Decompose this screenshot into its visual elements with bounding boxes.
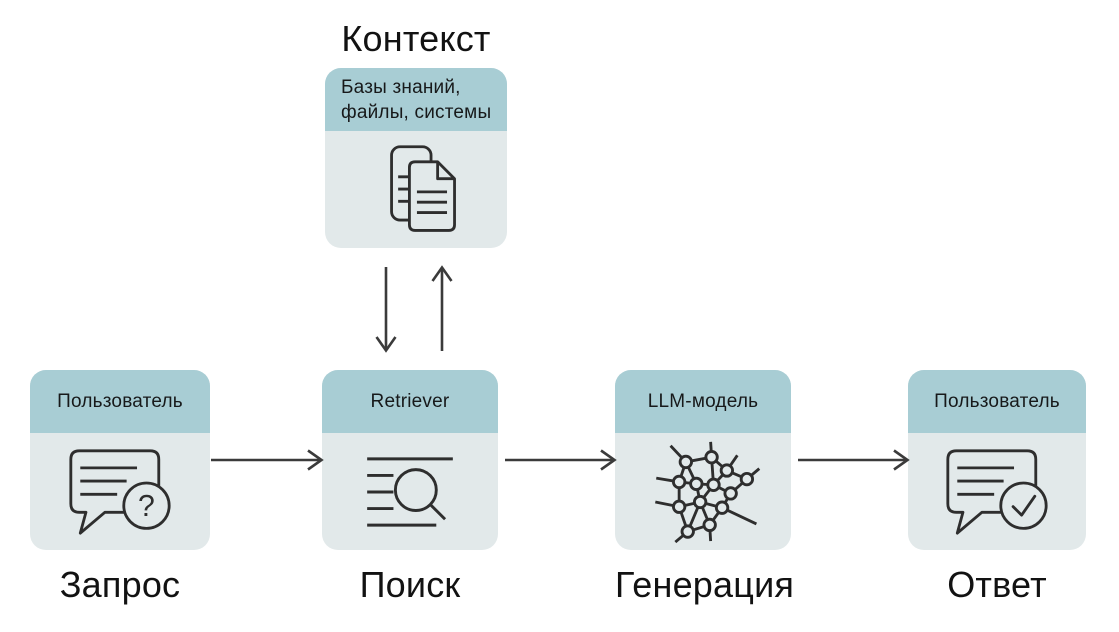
context-box-body [325, 131, 507, 248]
context-title: Контекст [341, 18, 491, 59]
node-user-query-header: Пользователь [30, 370, 210, 433]
context-box: Базы знаний, файлы, системы [325, 68, 507, 248]
node-llm-body [615, 433, 791, 550]
chat-bubble-question-icon: ? [69, 449, 171, 535]
search-list-icon [367, 456, 453, 527]
arrow-retriever-up [431, 265, 453, 351]
chat-bubble-check-icon [946, 449, 1048, 535]
caption-query: Запрос [59, 564, 181, 605]
arrow-context-down [375, 267, 397, 353]
node-user-answer-header: Пользователь [908, 370, 1086, 433]
arrow-query-to-retriever [211, 449, 324, 471]
arrow-llm-to-answer [798, 449, 910, 471]
neural-network-icon [655, 441, 761, 544]
context-box-header: Базы знаний, файлы, системы [325, 68, 507, 131]
question-glyph: ? [138, 490, 155, 523]
node-retriever-body [322, 433, 498, 550]
caption-generation: Генерация [615, 564, 795, 605]
node-retriever: Retriever [322, 370, 498, 550]
arrow-retriever-to-llm [505, 449, 617, 471]
caption-answer: Ответ [947, 564, 1047, 605]
node-user-answer: Пользователь [908, 370, 1086, 550]
context-header-line2: файлы, системы [341, 101, 492, 123]
node-user-answer-body [908, 433, 1086, 550]
node-user-query-body: ? [30, 433, 210, 550]
node-llm-header: LLM-модель [615, 370, 791, 433]
documents-icon [390, 144, 456, 232]
node-retriever-header: Retriever [322, 370, 498, 433]
caption-search: Поиск [359, 564, 461, 605]
context-header-line1: Базы знаний, [341, 76, 461, 98]
node-user-query: Пользователь ? [30, 370, 210, 550]
node-llm: LLM-модель [615, 370, 791, 550]
